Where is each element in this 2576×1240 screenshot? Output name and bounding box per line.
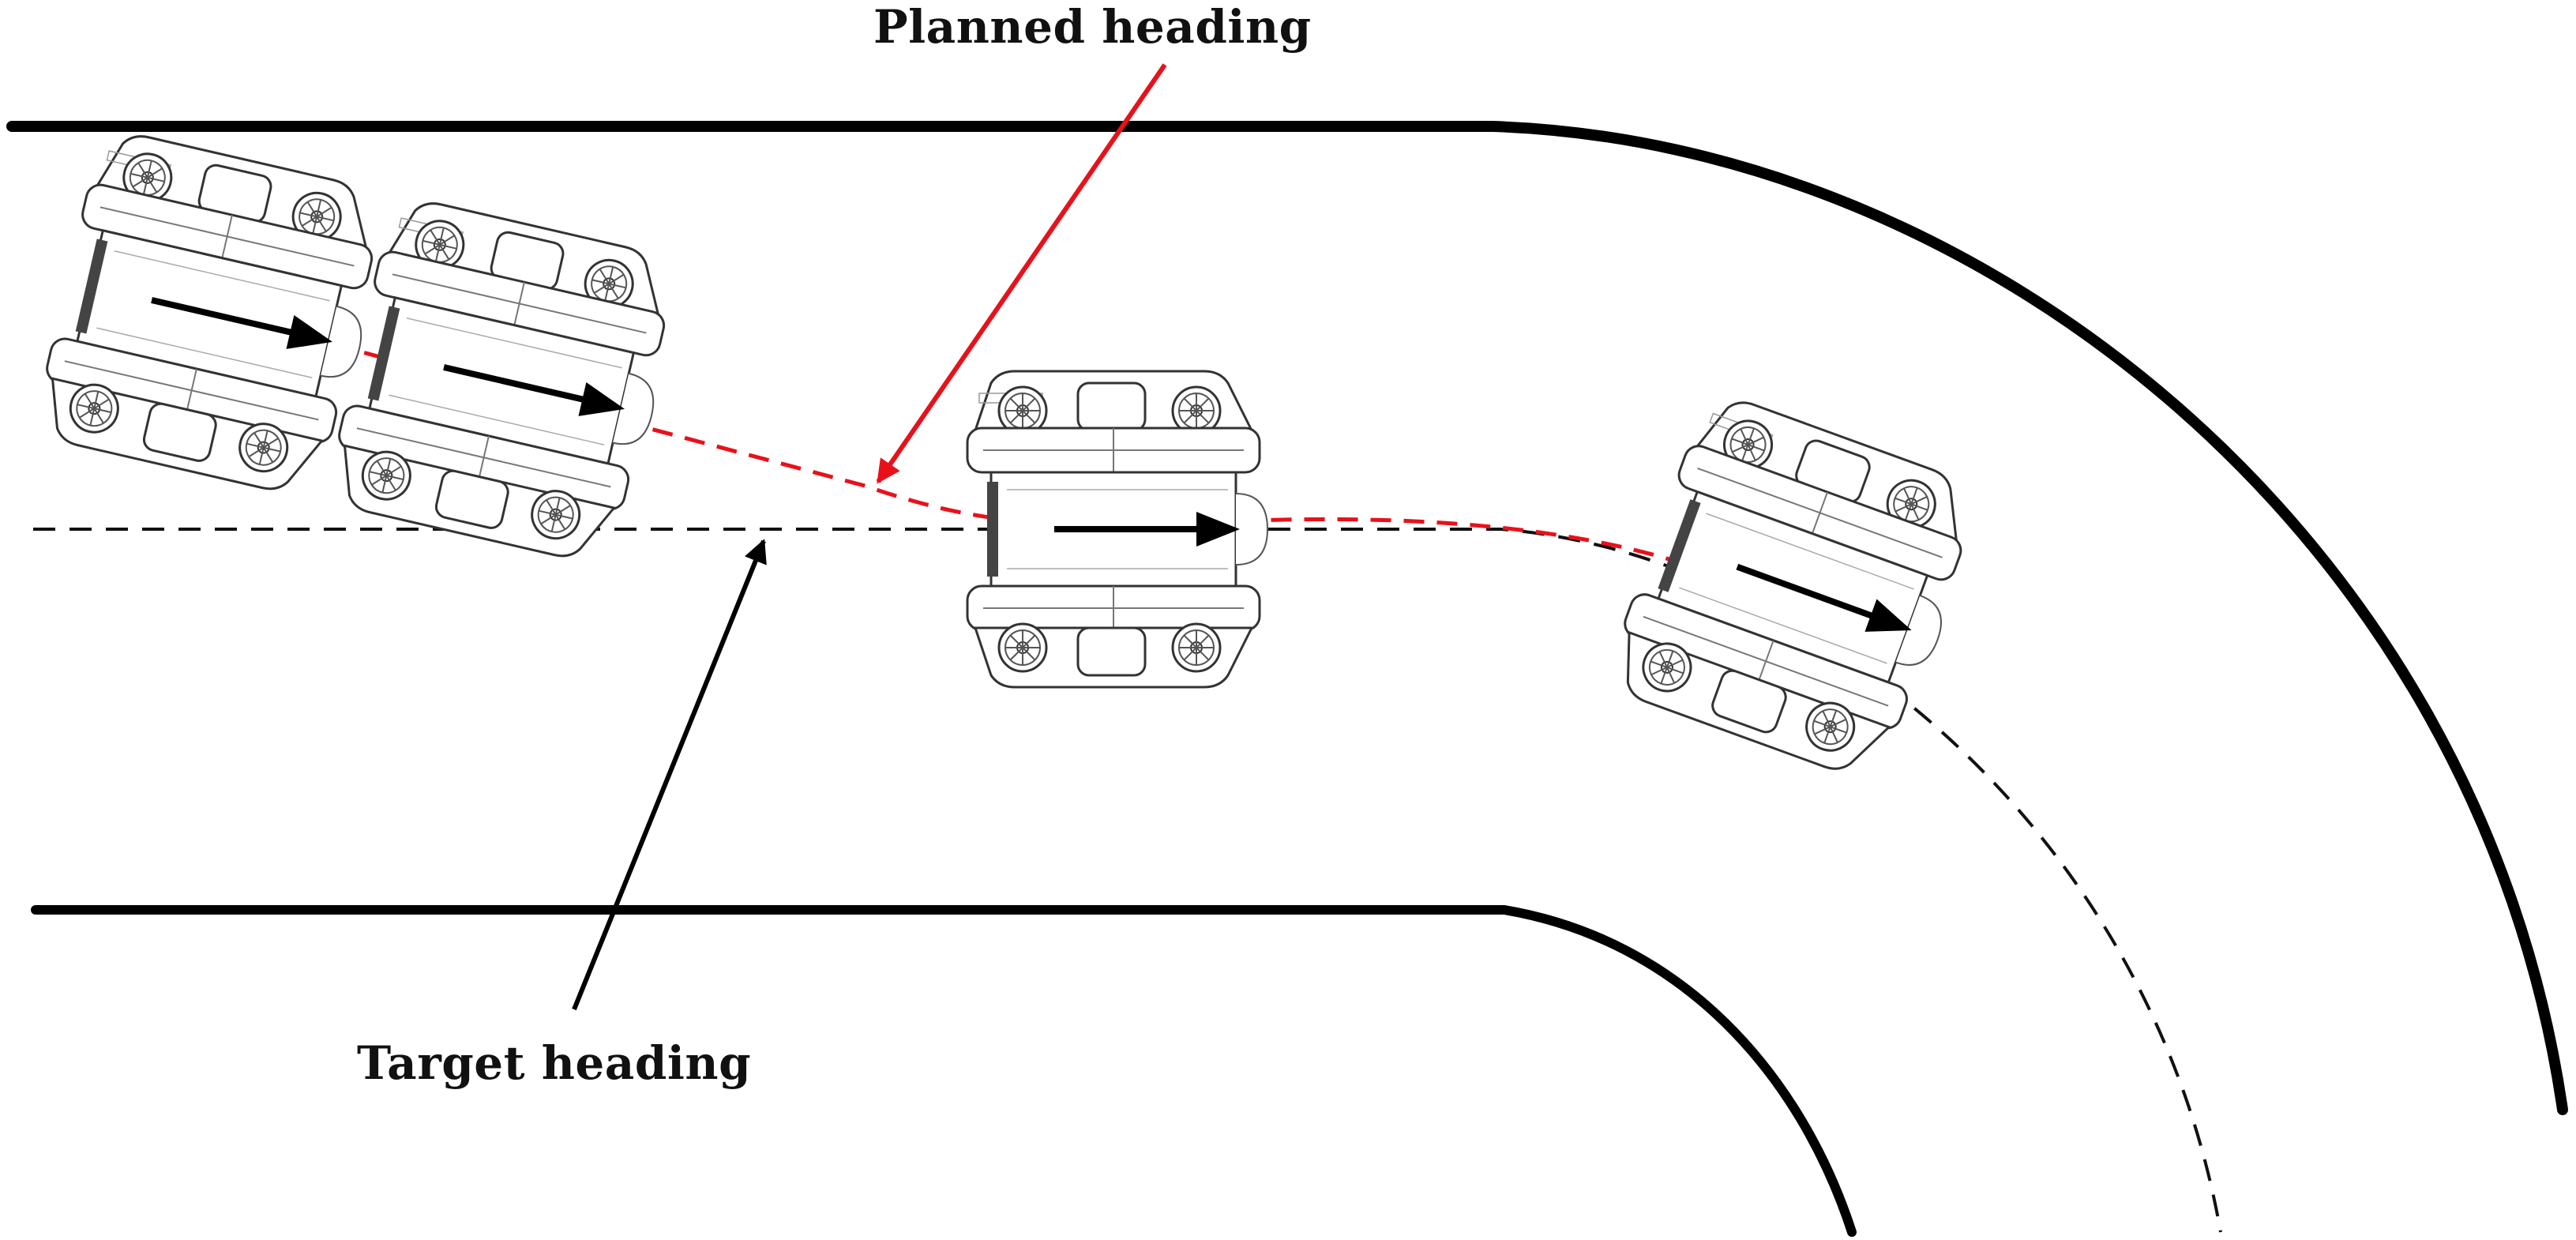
planned-heading-label: Planned heading	[873, 0, 1312, 54]
planned-heading-path	[299, 333, 1880, 634]
road-lower-boundary	[31, 905, 1857, 1237]
robot-3	[967, 371, 1267, 687]
robot-2	[324, 194, 687, 569]
target-heading-pointer	[572, 539, 767, 1011]
target-heading-label: Target heading	[357, 1036, 752, 1090]
robot-1	[32, 126, 395, 502]
planned-heading-pointer	[876, 63, 1167, 484]
road-upper-boundary	[6, 121, 2568, 1115]
robot-4	[1602, 389, 1992, 788]
